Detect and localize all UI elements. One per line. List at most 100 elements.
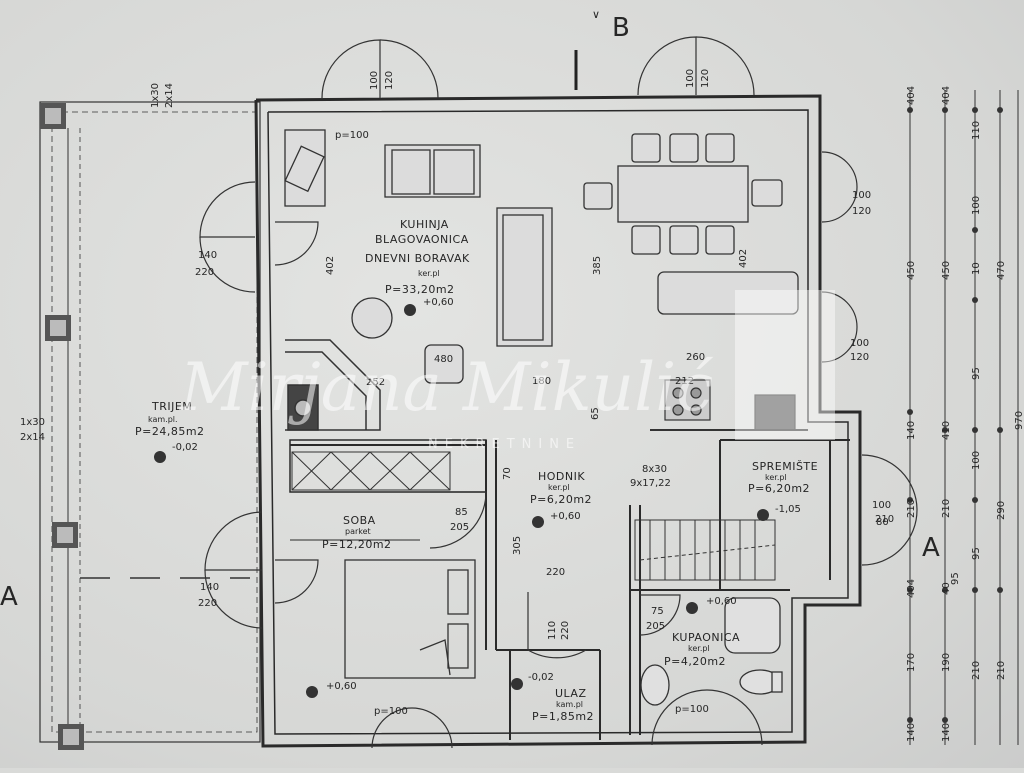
svg-text:+0,60: +0,60 [550,511,581,522]
outer-walls [254,94,862,748]
svg-text:252: 252 [366,377,385,388]
porch-columns [40,103,84,750]
level-marker [404,304,416,316]
svg-text:120: 120 [700,69,711,88]
svg-text:2x14: 2x14 [20,432,45,443]
svg-text:100: 100 [971,196,982,215]
room-label-soba: SOBA parket P=12,20m2 +0,60 [306,514,391,698]
wardrobe [291,451,451,491]
svg-text:p=100: p=100 [374,706,408,717]
svg-text:40: 40 [941,582,952,595]
svg-text:P=33,20m2: P=33,20m2 [385,283,455,296]
svg-text:2x14: 2x14 [164,83,175,108]
svg-text:402: 402 [325,256,336,275]
svg-text:parket: parket [345,527,371,536]
svg-text:402: 402 [738,249,749,268]
dimension-labels-col1: 404 450 140 210 404 170 140 [906,86,917,742]
room-label-spremiste: SPREMIŠTE ker.pl P=6,20m2 -1,05 [748,460,818,521]
svg-text:210: 210 [941,499,952,518]
svg-text:220: 220 [546,567,565,578]
svg-text:85: 85 [455,507,468,518]
svg-text:BLAGOVAONICA: BLAGOVAONICA [375,233,469,246]
svg-text:410: 410 [941,421,952,440]
svg-text:385: 385 [592,256,603,275]
svg-text:P=6,20m2: P=6,20m2 [748,482,810,495]
svg-text:220: 220 [560,621,571,640]
svg-text:HODNIK: HODNIK [538,470,585,483]
svg-text:95: 95 [950,572,961,585]
svg-text:p=100: p=100 [675,704,709,715]
room-label-living: KUHINJA BLAGOVAONICA DNEVNI BORAVAK ker.… [365,218,470,316]
room-label-ulaz: ULAZ kam.pl P=1,85m2 -0,02 [511,672,594,723]
porch [39,101,261,743]
svg-text:205: 205 [450,522,469,533]
svg-text:1x30: 1x30 [150,83,161,108]
kitchen-counter [285,339,381,431]
svg-text:120: 120 [384,71,395,90]
svg-text:100: 100 [369,71,380,90]
bathroom-fixtures [640,597,783,706]
svg-text:DNEVNI BORAVAK: DNEVNI BORAVAK [365,252,470,265]
svg-text:+0,60: +0,60 [326,681,357,692]
room-label-hodnik: HODNIK ker.pl P=6,20m2 +0,60 [530,470,592,528]
level-marker [154,451,166,463]
svg-text:210: 210 [996,661,1007,680]
svg-text:NEKRETNINE: NEKRETNINE [428,437,581,452]
svg-text:140: 140 [198,250,217,261]
svg-text:P=6,20m2: P=6,20m2 [530,493,592,506]
svg-text:p=100: p=100 [335,130,369,141]
svg-text:kam.pl: kam.pl [556,700,583,709]
svg-text:404: 404 [906,86,917,105]
stairs [634,519,776,581]
svg-text:170: 170 [906,653,917,672]
bed [344,559,476,679]
svg-text:8x30: 8x30 [642,464,667,475]
svg-text:100: 100 [852,190,871,201]
interior-walls [289,439,850,740]
plan-dimension-labels: 100 120 100 120 140 220 140 220 100 120 … [20,69,961,717]
dimension-ticks-right [907,107,1003,723]
svg-text:220: 220 [198,598,217,609]
svg-text:+0,60: +0,60 [423,297,454,308]
svg-text:260: 260 [686,352,705,363]
svg-text:404: 404 [941,86,952,105]
svg-text:210: 210 [906,499,917,518]
svg-text:KUPAONICA: KUPAONICA [672,631,740,644]
section-marker-a-right: A [922,533,940,563]
dimension-labels-col5: 970 [1014,411,1024,430]
svg-text:65: 65 [590,407,601,420]
svg-text:970: 970 [1014,411,1024,430]
svg-text:SOBA: SOBA [343,514,376,527]
svg-text:80: 80 [876,517,889,528]
svg-text:95: 95 [971,547,982,560]
svg-text:95: 95 [971,367,982,380]
svg-text:100: 100 [850,338,869,349]
svg-text:190: 190 [941,653,952,672]
svg-text:120: 120 [852,206,871,217]
svg-text:-0,02: -0,02 [172,442,198,453]
svg-text:kam.pl.: kam.pl. [148,415,178,424]
level-marker [757,509,769,521]
svg-text:ker.pl: ker.pl [688,644,710,653]
svg-text:P=24,85m2: P=24,85m2 [135,425,205,438]
watermark: Mirjana Mikulić NEKRETNINE [179,290,835,452]
svg-text:205: 205 [646,621,665,632]
level-marker [306,686,318,698]
svg-text:404: 404 [906,579,917,598]
svg-text:305: 305 [512,536,523,555]
section-marker-a-left: A [0,582,18,612]
svg-text:+0,60: +0,60 [706,596,737,607]
dimension-labels-col3: 110 100 10 95 100 95 210 [971,121,982,680]
svg-text:180: 180 [532,376,551,387]
svg-text:TRIJEM: TRIJEM [151,400,192,413]
svg-text:220: 220 [195,267,214,278]
svg-text:120: 120 [850,352,869,363]
door-swings [199,36,918,749]
svg-text:140: 140 [200,582,219,593]
svg-text:140: 140 [906,723,917,742]
svg-text:1x30: 1x30 [20,417,45,428]
svg-text:140: 140 [906,421,917,440]
dimension-labels-col4: 470 290 210 [996,261,1007,680]
svg-text:ker.pl: ker.pl [418,269,440,278]
